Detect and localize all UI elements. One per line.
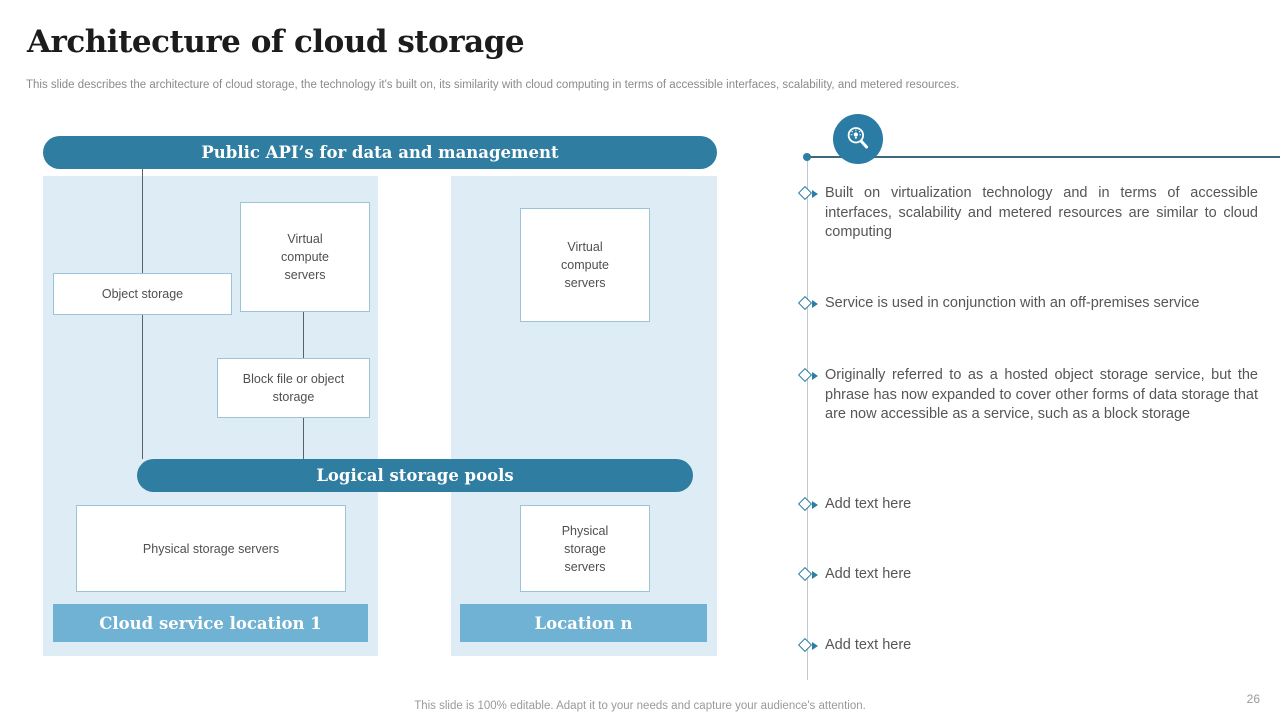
virtual-compute-servers-label-1: Virtual compute servers <box>281 232 329 282</box>
footer-note: This slide is 100% editable. Adapt it to… <box>414 700 866 712</box>
add-text-placeholder[interactable]: Add text here <box>825 566 912 582</box>
bullet-item: Built on virtualization technology and i… <box>797 184 1258 243</box>
virtual-compute-servers-box-1: Virtual compute servers <box>240 202 370 312</box>
block-file-storage-label: Block file or object storage <box>242 372 345 404</box>
diamond-arrow-bullet-icon <box>797 184 825 243</box>
bullet-item: Service is used in conjunction with an o… <box>797 294 1258 314</box>
add-text-placeholder[interactable]: Add text here <box>825 637 912 653</box>
physical-storage-servers-box-1: Physical storage servers <box>76 505 346 592</box>
bullet-text: Originally referred to as a hosted objec… <box>825 367 1258 422</box>
cloud-service-location1-banner: Cloud service location 1 <box>53 604 368 642</box>
virtual-compute-servers-label-n: Virtual compute servers <box>561 240 609 290</box>
logical-storage-pools-label: Logical storage pools <box>316 466 514 485</box>
public-api-pill: Public API’s for data and management <box>43 136 717 169</box>
page-title: Architecture of cloud storage <box>27 24 525 60</box>
diamond-arrow-bullet-icon <box>797 366 825 425</box>
bullet-item: Add text here <box>797 636 1258 656</box>
idea-search-icon <box>833 114 883 164</box>
public-api-label: Public API’s for data and management <box>201 143 559 162</box>
bullet-item: Add text here <box>797 495 1258 515</box>
location-n-banner: Location n <box>460 604 707 642</box>
diamond-arrow-bullet-icon <box>797 636 825 656</box>
diamond-arrow-bullet-icon <box>797 294 825 314</box>
logical-storage-pools-pill: Logical storage pools <box>137 459 693 492</box>
add-text-placeholder[interactable]: Add text here <box>825 496 912 512</box>
diamond-arrow-bullet-icon <box>797 565 825 585</box>
timeline-horizontal-line <box>807 156 1280 158</box>
bullet-item: Originally referred to as a hosted objec… <box>797 366 1258 425</box>
bullet-item: Add text here <box>797 565 1258 585</box>
location-n-label: Location n <box>534 613 633 633</box>
cloud-service-location1-label: Cloud service location 1 <box>99 613 322 633</box>
block-file-storage-box: Block file or object storage <box>217 358 370 418</box>
timeline-start-dot <box>803 153 811 161</box>
bullet-text: Built on virtualization technology and i… <box>825 185 1258 240</box>
timeline-vertical-line <box>807 157 808 680</box>
virtual-compute-servers-box-n: Virtual compute servers <box>520 208 650 322</box>
object-storage-box: Object storage <box>53 273 232 315</box>
object-storage-label: Object storage <box>101 287 184 301</box>
diamond-arrow-bullet-icon <box>797 495 825 515</box>
page-number: 26 <box>1246 692 1260 706</box>
physical-storage-servers-label-n: Physical storage servers <box>561 523 609 574</box>
bullet-text: Service is used in conjunction with an o… <box>825 295 1200 311</box>
physical-storage-servers-box-n: Physical storage servers <box>520 505 650 592</box>
physical-storage-servers-label-1: Physical storage servers <box>142 541 280 556</box>
slide-description: This slide describes the architecture of… <box>26 79 960 91</box>
magnifier-bulb-glyph <box>847 127 869 149</box>
